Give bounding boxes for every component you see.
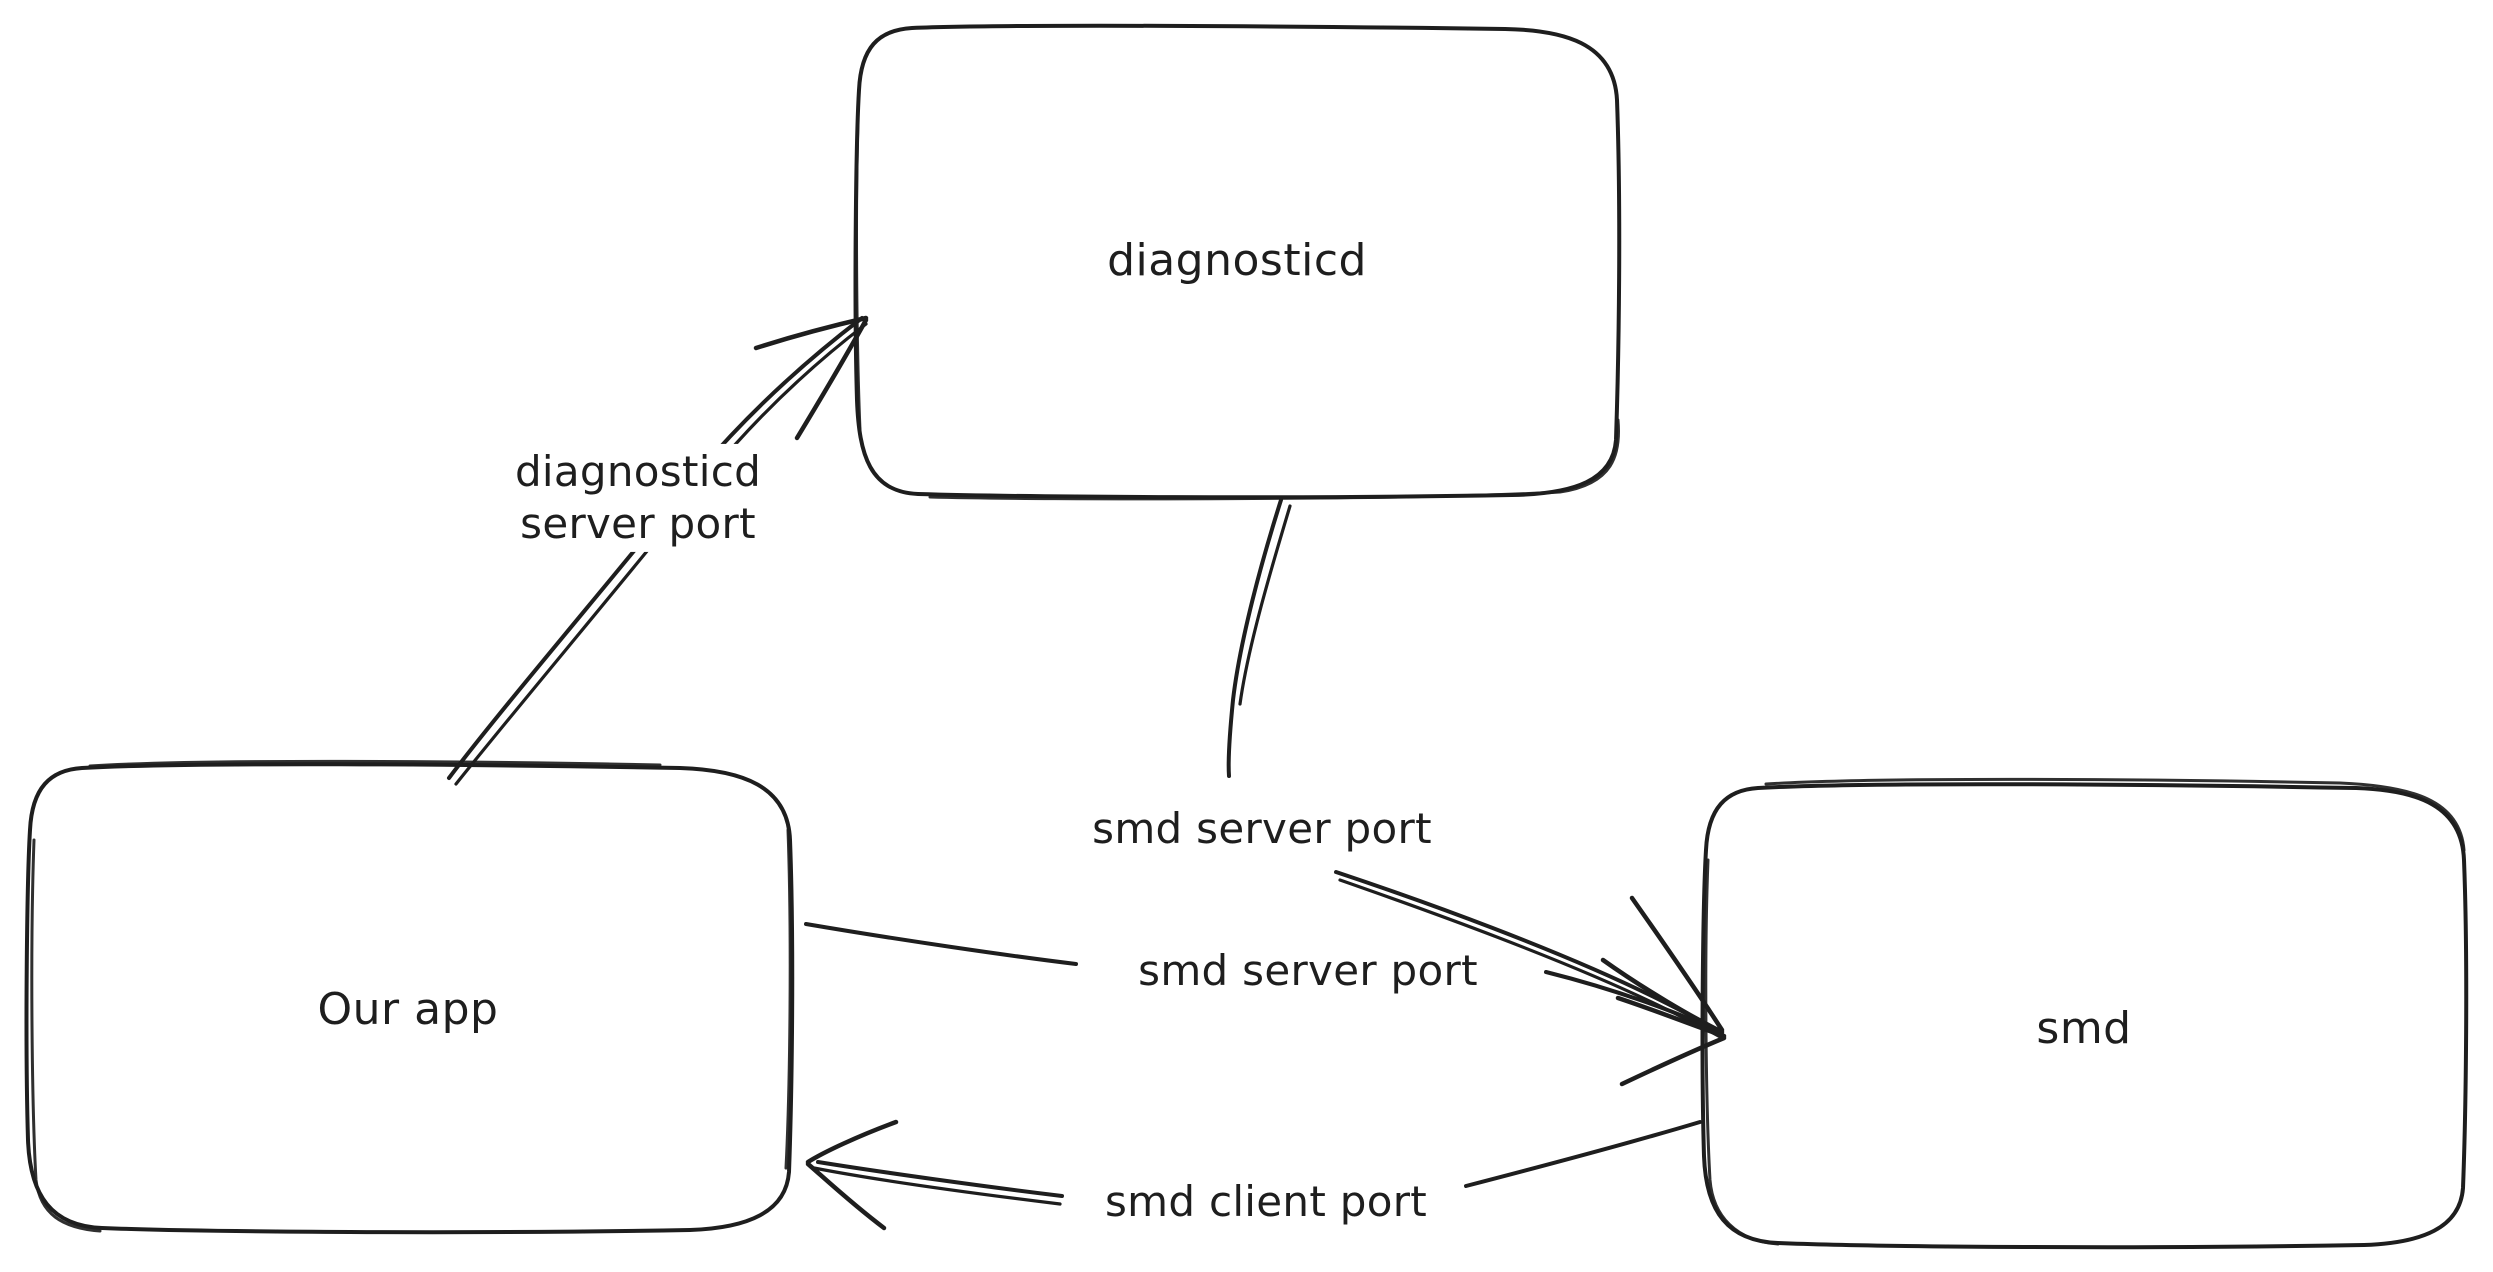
node-our-app[interactable] [24, 759, 795, 1235]
edge-diagnosticd-to-smd[interactable] [1226, 498, 1725, 1040]
edge-smd-to-our-app[interactable] [805, 1119, 1702, 1231]
edge-our-app-to-diagnosticd[interactable] [447, 315, 869, 786]
edge-our-app-to-smd[interactable] [804, 922, 1727, 1087]
node-smd[interactable] [1700, 777, 2469, 1250]
node-diagnosticd[interactable] [853, 23, 1622, 501]
